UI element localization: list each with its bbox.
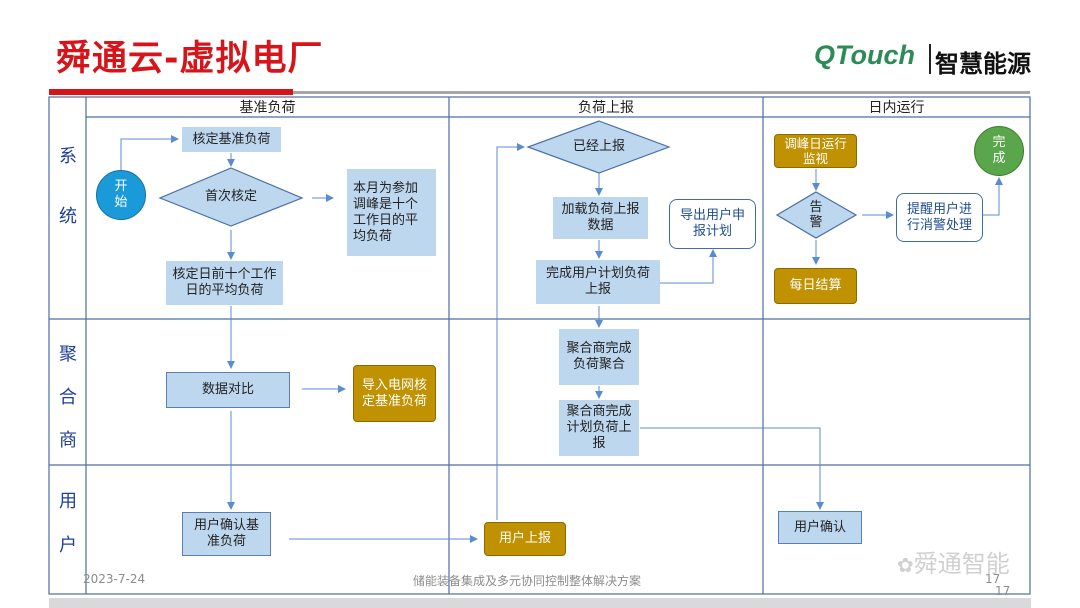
column-header-baseline: 基准负荷 bbox=[239, 100, 296, 116]
lane-label-system: 系 统 bbox=[56, 142, 80, 228]
title-underline-gray bbox=[293, 91, 1030, 94]
complete-user-plan-box: 完成用户计划负荷上报 bbox=[536, 260, 660, 304]
user-confirm-base-box: 用户确认基准负荷 bbox=[182, 512, 271, 556]
complete-node: 完成 bbox=[974, 126, 1024, 176]
verify-base-box: 核定基准负荷 bbox=[182, 127, 281, 152]
lane-label-aggregator: 聚 合 商 bbox=[56, 340, 80, 452]
footer-date: 2023-7-24 bbox=[83, 572, 146, 586]
peak-monitor-box: 调峰日运行监视 bbox=[774, 134, 857, 168]
watermark: ✿舜通智能 bbox=[897, 544, 1010, 579]
daily-settle-box: 每日结算 bbox=[774, 268, 857, 304]
month-note-box: 本月为参加调峰是十个工作日的平均负荷 bbox=[347, 169, 436, 256]
lane-label-user: 用 户 bbox=[56, 487, 80, 557]
data-compare-box: 数据对比 bbox=[166, 372, 290, 408]
load-report-box: 加载负荷上报数据 bbox=[553, 197, 648, 239]
user-confirm-box: 用户确认 bbox=[778, 511, 862, 544]
prev-ten-days-box: 核定日前十个工作日的平均负荷 bbox=[166, 261, 283, 305]
brand-logo-cn: 智慧能源 bbox=[935, 50, 1031, 78]
brand-logo: QTouch bbox=[814, 40, 915, 70]
already-reported-label: 已经上报 bbox=[572, 139, 625, 154]
lane-char: 商 bbox=[59, 430, 77, 451]
export-user-plan-box: 导出用户申报计划 bbox=[669, 199, 756, 249]
already-reported-diamond bbox=[526, 120, 671, 174]
first-verify-diamond bbox=[158, 167, 304, 227]
alarm-diamond bbox=[775, 191, 858, 239]
agg-plan-report-box: 聚合商完成计划负荷上报 bbox=[559, 400, 639, 456]
lane-char: 统 bbox=[59, 206, 77, 227]
swimlane-grid bbox=[48, 96, 1031, 595]
user-report-box: 用户上报 bbox=[484, 522, 566, 556]
lane-char: 聚 bbox=[59, 344, 77, 365]
logo-divider bbox=[929, 44, 931, 74]
wechat-icon: ✿ bbox=[897, 553, 914, 577]
footer-page-number: 17 bbox=[985, 572, 1001, 586]
remind-user-box: 提醒用户进行消警处理 bbox=[896, 193, 983, 242]
lane-char: 合 bbox=[59, 387, 77, 408]
column-header-intraday: 日内运行 bbox=[868, 100, 925, 116]
start-node: 开始 bbox=[96, 170, 146, 220]
alarm-label: 告警 bbox=[809, 200, 823, 230]
lane-char: 系 bbox=[59, 146, 77, 167]
import-grid-box: 导入电网核定基准负荷 bbox=[353, 365, 436, 422]
page-title: 舜通云-虚拟电厂 bbox=[56, 39, 324, 79]
watermark-text: 舜通智能 bbox=[913, 550, 1010, 578]
title-underline-red bbox=[49, 89, 293, 95]
first-verify-label: 首次核定 bbox=[204, 189, 257, 204]
lane-char: 用 bbox=[59, 491, 77, 512]
footer-subtitle: 储能装备集成及多元协同控制整体解决方案 bbox=[413, 574, 642, 588]
lane-char: 户 bbox=[59, 535, 77, 556]
connectors bbox=[120, 135, 1003, 543]
column-header-report: 负荷上报 bbox=[578, 100, 634, 116]
footer-page-number-dup: 17 bbox=[995, 584, 1011, 598]
bottom-bar bbox=[49, 598, 1031, 608]
agg-complete-box: 聚合商完成负荷聚合 bbox=[559, 329, 639, 385]
